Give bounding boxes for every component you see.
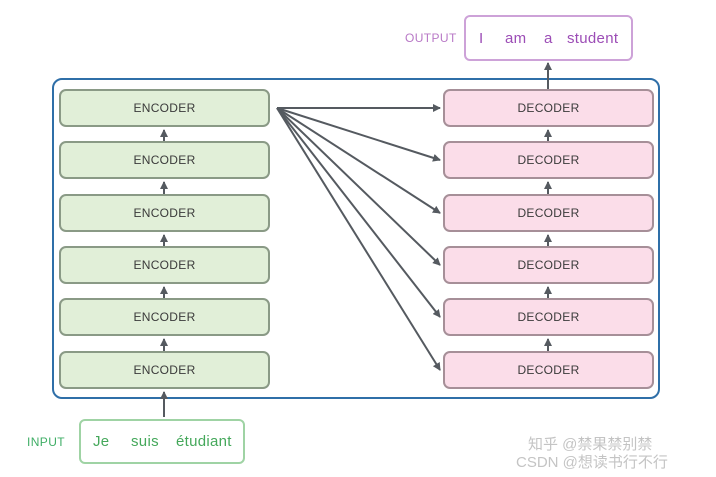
encoder-label: ENCODER (133, 258, 196, 272)
watermark-line-1: 知乎 @禁果禁别禁 (528, 436, 653, 453)
decoder-block-6: DECODER (443, 89, 654, 127)
input-word: Je (93, 433, 110, 450)
encoder-label: ENCODER (133, 363, 196, 377)
decoder-label: DECODER (517, 101, 580, 115)
encoder-block-1: ENCODER (59, 351, 270, 389)
decoder-block-4: DECODER (443, 194, 654, 232)
input-label: INPUT (27, 435, 65, 449)
output-word: a (544, 29, 553, 47)
encoder-decoder-arrow (276, 107, 441, 214)
decoder-block-5: DECODER (443, 141, 654, 179)
decoder-label: DECODER (517, 310, 580, 324)
output-sentence-box: I am a student (464, 15, 633, 61)
encoder-label: ENCODER (133, 101, 196, 115)
encoder-label: ENCODER (133, 310, 196, 324)
encoder-label: ENCODER (133, 153, 196, 167)
encoder-decoder-arrow (276, 107, 441, 371)
input-word: suis (131, 433, 159, 450)
decoder-label: DECODER (517, 206, 580, 220)
encoder-block-6: ENCODER (59, 89, 270, 127)
model-frame (52, 78, 660, 399)
output-word: I (479, 29, 484, 47)
output-word: student (567, 29, 619, 47)
encoder-decoder-arrow (276, 107, 441, 162)
encoder-block-3: ENCODER (59, 246, 270, 284)
encoder-block-5: ENCODER (59, 141, 270, 179)
watermark-line-2: CSDN @想读书行不行 (516, 454, 668, 471)
input-sentence-box: Je suis étudiant (79, 419, 245, 464)
decoder-block-1: DECODER (443, 351, 654, 389)
encoder-label: ENCODER (133, 206, 196, 220)
encoder-decoder-arrow (276, 107, 441, 318)
input-word: étudiant (176, 433, 232, 450)
decoder-label: DECODER (517, 363, 580, 377)
decoder-label: DECODER (517, 153, 580, 167)
decoder-block-2: DECODER (443, 298, 654, 336)
decoder-label: DECODER (517, 258, 580, 272)
encoder-decoder-arrow (276, 107, 441, 266)
output-word: am (505, 29, 527, 47)
output-label: OUTPUT (405, 31, 457, 45)
encoder-block-4: ENCODER (59, 194, 270, 232)
encoder-block-2: ENCODER (59, 298, 270, 336)
decoder-block-3: DECODER (443, 246, 654, 284)
